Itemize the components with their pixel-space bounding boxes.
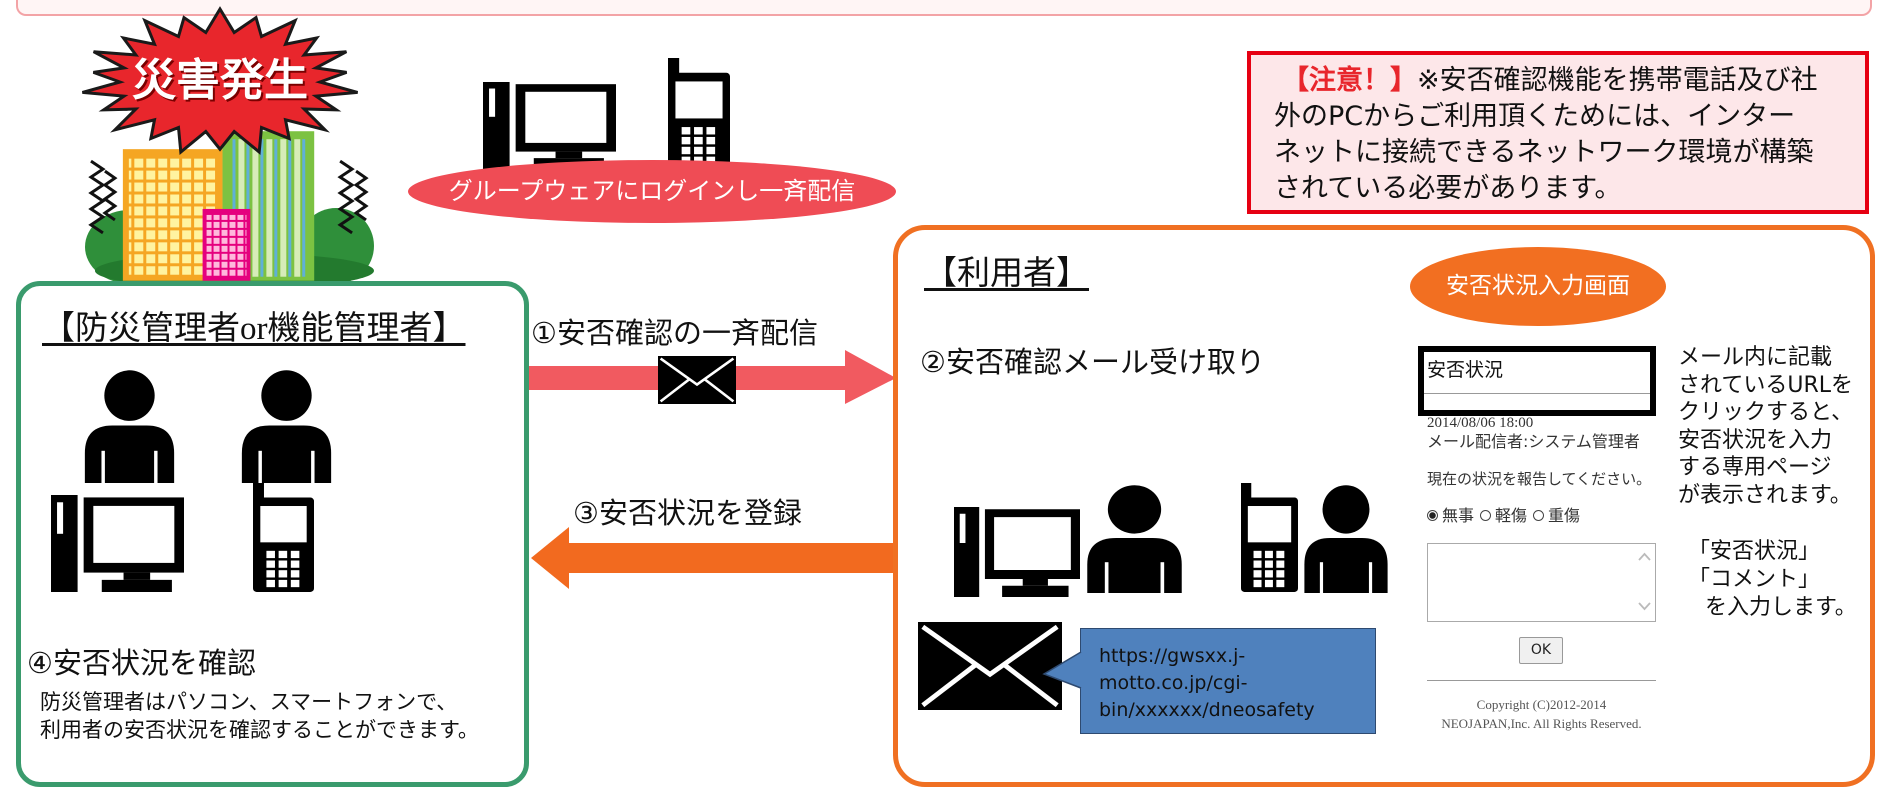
buildings-icon (85, 131, 374, 284)
radio-option-minor-injury[interactable]: 軽傷 (1480, 506, 1527, 525)
callout-pointer (1042, 650, 1084, 690)
user-title: 【利用者】 (924, 253, 1089, 292)
form-footer-divider (1427, 680, 1656, 681)
starburst-icon (82, 6, 358, 155)
radio-button[interactable] (1427, 510, 1438, 521)
person-icon (240, 368, 333, 483)
notice-emphasis: 【注意！】 (1282, 65, 1417, 96)
register-arrow (531, 527, 895, 589)
note-line: クリックすると、 (1678, 400, 1854, 425)
pc-icon (51, 495, 184, 592)
person-icon (1085, 483, 1184, 593)
envelope-icon (658, 356, 736, 404)
notice-text: ※安否確認機能を携帯電話及び社 (1417, 65, 1818, 96)
step2-label: ②安否確認メール受け取り (920, 345, 1265, 379)
form-datetime: 2014/08/06 18:00 (1427, 415, 1534, 431)
copyright-line: Copyright (C)2012-2014 (1476, 697, 1607, 712)
step1-label: ①安否確認の一斉配信 (531, 316, 818, 350)
notice-line: 【注意！】※安否確認機能を携帯電話及び社 (1282, 63, 1865, 99)
copyright: Copyright (C)2012-2014 NEOJAPAN,Inc. All… (1427, 695, 1656, 733)
admin-title: 【防災管理者or機能管理者】 (42, 311, 466, 347)
person-icon (1302, 483, 1390, 593)
note-line: 「安否状況」 (1688, 539, 1821, 564)
pc-icon (954, 507, 1080, 597)
url-line: motto.co.jp/cgi- (1099, 672, 1248, 694)
admin-description: 防災管理者はパソコン、スマートフォンで、 利用者の安否状況を確認することができま… (40, 688, 479, 744)
note-line: が表示されます。 (1678, 482, 1852, 508)
note-line: 安否状況を入力 (1678, 427, 1833, 453)
form-title-divider (1424, 393, 1650, 394)
note-line: メール内に記載 (1678, 345, 1833, 370)
broadcast-ellipse: グループウェアにログインし一斉配信 (408, 160, 896, 223)
url-line: bin/xxxxxx/dneosafety (1099, 699, 1315, 721)
form-prompt: 現在の状況を報告してください。 (1427, 470, 1652, 488)
radio-option-unharmed[interactable]: 無事 (1427, 506, 1474, 525)
step3-label: ③安否状況を登録 (573, 496, 802, 530)
radio-option-serious-injury[interactable]: 重傷 (1533, 506, 1580, 525)
notice-line: されている必要があります。 (1274, 173, 1622, 204)
note-line: する専用ページ (1678, 455, 1832, 480)
scroll-up-icon[interactable] (1638, 552, 1651, 561)
radio-button[interactable] (1533, 510, 1545, 521)
note-line: 「コメント」 (1688, 567, 1821, 592)
form-sender: メール配信者:システム管理者 (1427, 432, 1640, 451)
description-line: 利用者の安否状況を確認することができます。 (40, 718, 479, 742)
copyright-line: NEOJAPAN,Inc. All Rights Reserved. (1441, 716, 1642, 731)
radio-label: 重傷 (1548, 506, 1581, 525)
pc-icon (483, 82, 616, 169)
note-line: されているURLを (1678, 372, 1853, 398)
radio-button[interactable] (1480, 510, 1492, 521)
top-banner-edge (16, 0, 1872, 16)
ok-button[interactable]: OK (1519, 637, 1563, 664)
note-line: を入力します。 (1705, 595, 1857, 620)
description-line: 防災管理者はパソコン、スマートフォンで、 (40, 690, 458, 714)
screen-badge: 安否状況入力画面 (1410, 247, 1666, 326)
radio-label: 軽傷 (1495, 506, 1528, 525)
phone-icon (253, 483, 314, 592)
status-radio-group: 無事 軽傷 重傷 (1427, 506, 1586, 525)
url-callout: https://gwsxx.j- motto.co.jp/cgi- bin/xx… (1080, 628, 1376, 734)
scroll-down-icon[interactable] (1638, 602, 1651, 611)
comment-textarea[interactable] (1427, 543, 1656, 622)
notice-line: ネットに接続できるネットワーク環境が構築 (1274, 137, 1814, 168)
phone-icon (1241, 483, 1298, 592)
input-note: 「安否状況」 「コメント」 を入力します。 (1688, 538, 1857, 622)
url-line: https://gwsxx.j- (1099, 645, 1246, 667)
person-icon (83, 368, 176, 483)
form-title: 安否状況 (1427, 359, 1504, 381)
phone-icon (668, 58, 730, 169)
url-note: メール内に記載 されているURLを クリックすると、 安否状況を入力 する専用ペ… (1678, 344, 1853, 509)
disaster-label: 災害発生 (132, 55, 308, 106)
user-panel (893, 225, 1875, 787)
radio-label: 無事 (1442, 506, 1475, 525)
notice-line: 外のPCからご利用頂くためには、インター (1274, 101, 1796, 132)
notice-box: 【注意！】※安否確認機能を携帯電話及び社 外のPCからご利用頂くためには、インタ… (1247, 51, 1869, 214)
form-title-box (1418, 346, 1656, 416)
step4-title: ④安否状況を確認 (27, 646, 256, 680)
